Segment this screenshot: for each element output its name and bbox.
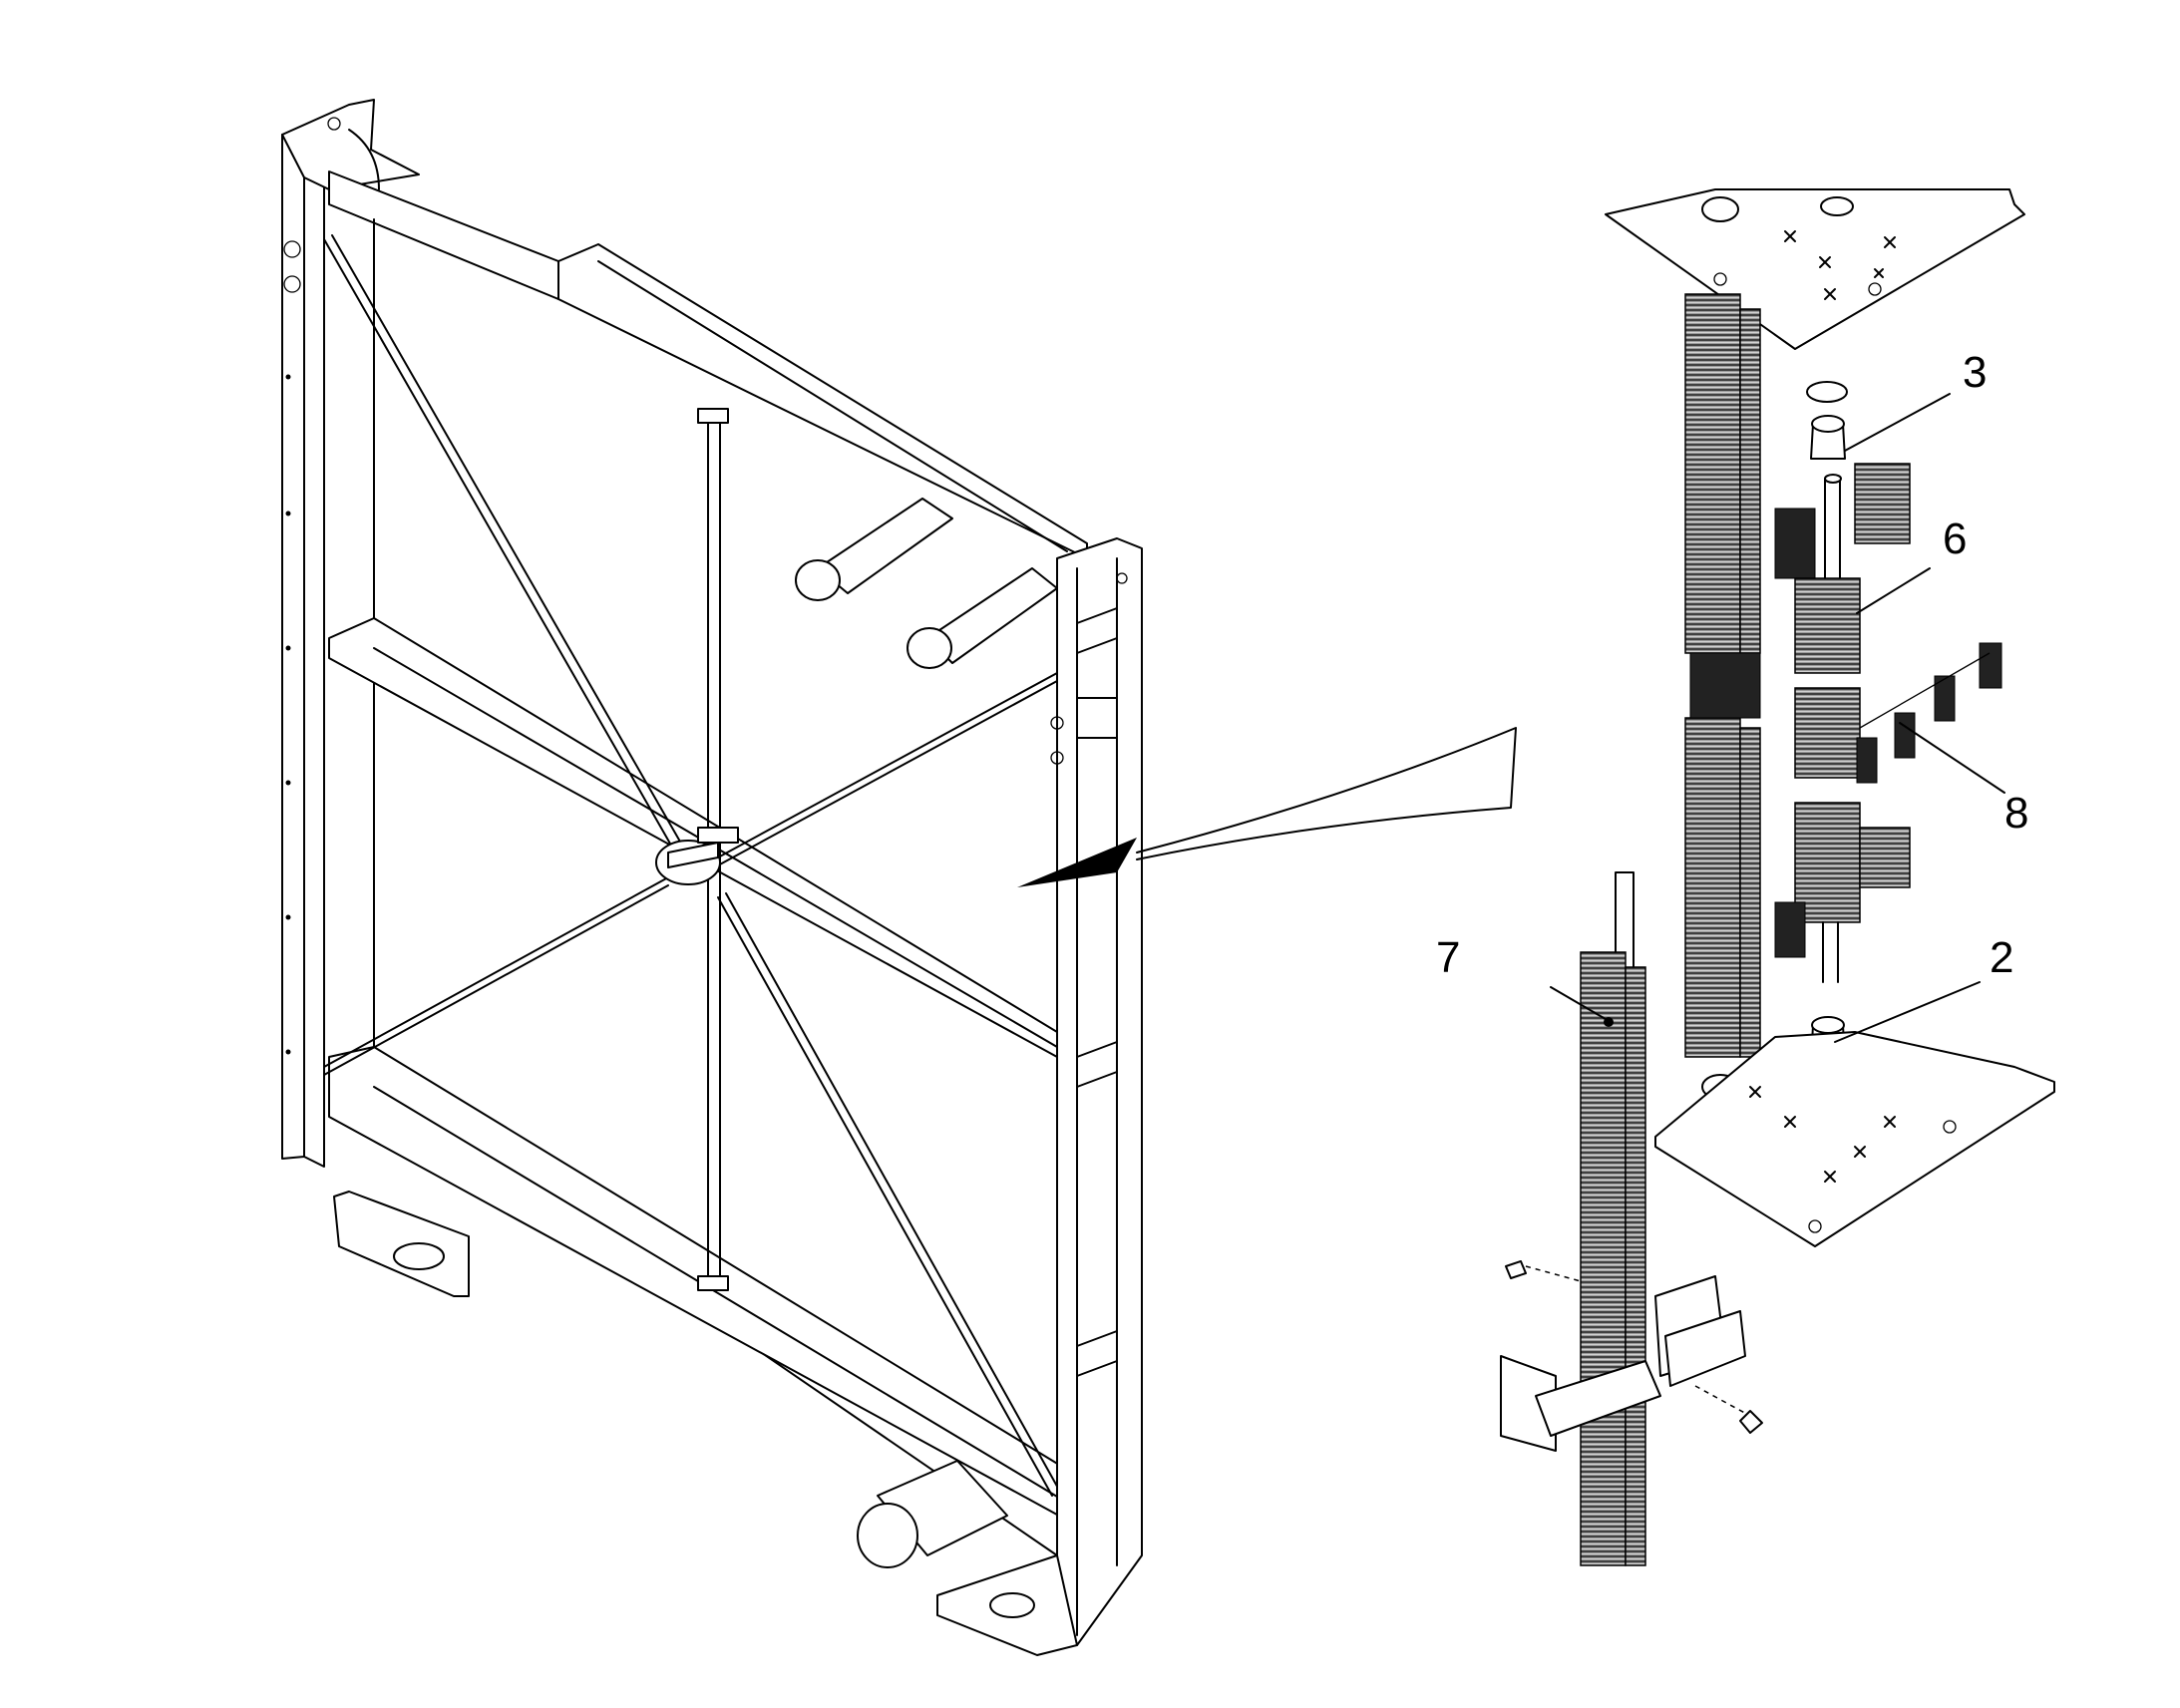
frame-top-rail bbox=[328, 171, 559, 300]
upright-bolt-holes bbox=[283, 240, 301, 1055]
callout-leaders bbox=[1550, 393, 2005, 1043]
radiator-frame bbox=[281, 99, 1517, 1656]
core-detail-view: 3 6 8 2 7 bbox=[1436, 188, 2055, 1566]
callout-8: 8 bbox=[2004, 789, 2028, 838]
callout-6: 6 bbox=[1943, 514, 1967, 563]
part-8-retainer-clips bbox=[1856, 642, 2002, 784]
diagonal-tie-rods bbox=[323, 234, 1061, 1497]
frame-middle-rail bbox=[328, 617, 1058, 1058]
core-column-lower bbox=[1684, 717, 1741, 1058]
core-column-upper bbox=[1684, 293, 1741, 654]
callout-2: 2 bbox=[1990, 933, 2013, 982]
part-6-tube-section-a bbox=[1794, 577, 1861, 674]
pointer-arrow bbox=[1017, 838, 1137, 887]
frame-top-left-bracket bbox=[281, 99, 420, 190]
bottom-plate-x-marks bbox=[1749, 1086, 1896, 1183]
frame-left-upright bbox=[281, 132, 305, 1160]
part-6-tube-section-b bbox=[1794, 687, 1861, 779]
bottom-tank-plate bbox=[1654, 1031, 2055, 1247]
top-tank-plate bbox=[1605, 188, 2025, 350]
frame-bottom-left-foot bbox=[333, 1191, 470, 1297]
plate-x-marks bbox=[1784, 230, 1896, 300]
callout-7: 7 bbox=[1436, 933, 1460, 982]
part-7-core-tube-with-brackets bbox=[1500, 871, 1763, 1566]
coolant-pipes bbox=[795, 498, 1058, 1568]
callout-3: 3 bbox=[1963, 348, 1987, 397]
part-3-seal-top bbox=[1806, 381, 1848, 403]
